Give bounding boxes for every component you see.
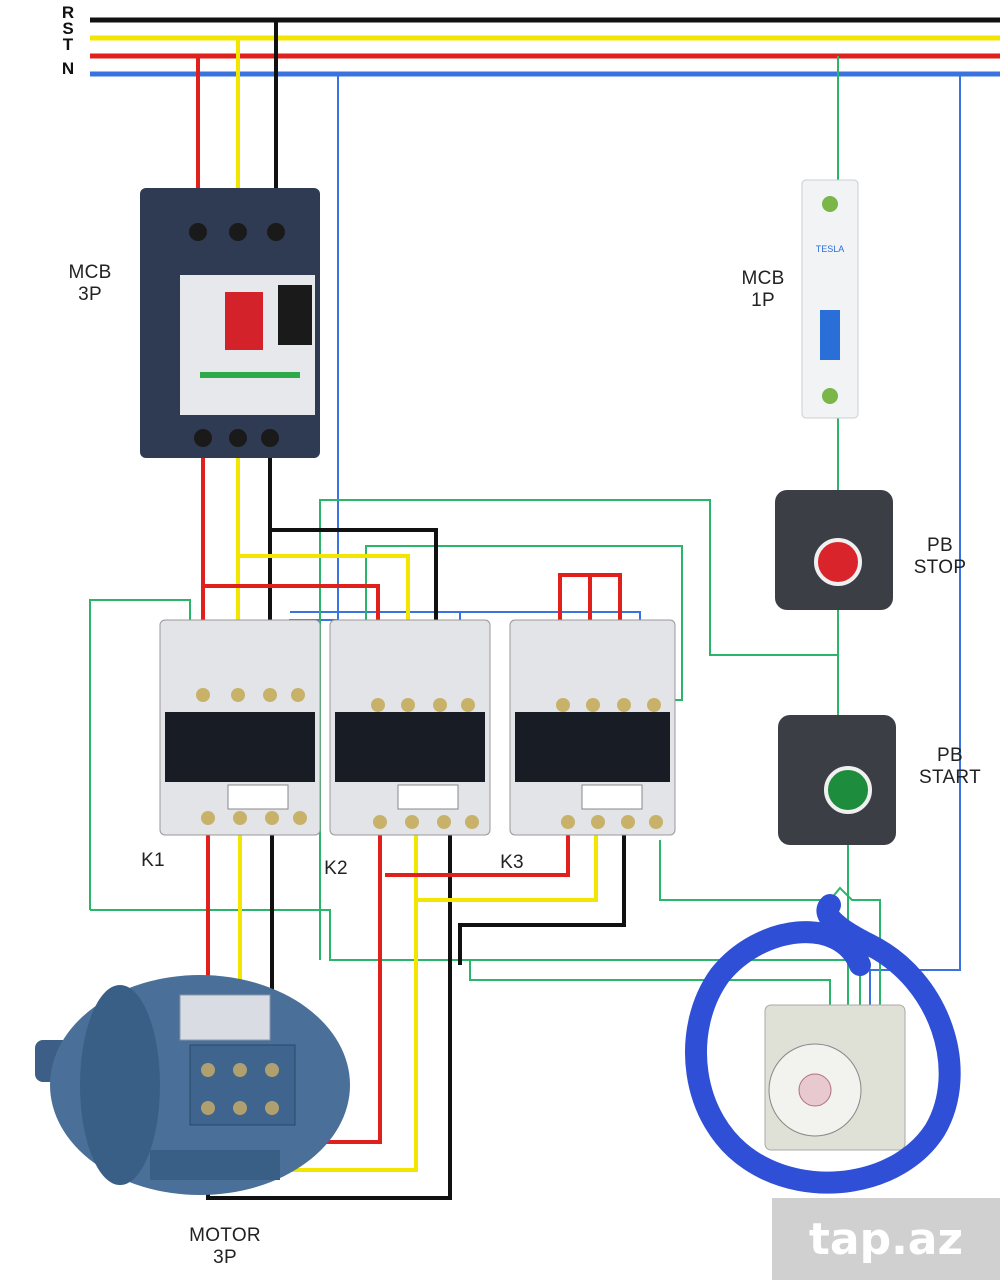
wire-ctrl-k3-aux: [659, 840, 881, 1010]
pb-stop-label: PB STOP: [905, 535, 975, 579]
mcb-1p: TESLA: [801, 179, 859, 419]
motor-3p: [35, 975, 350, 1195]
mcb-3p: [140, 188, 320, 458]
main-bus: [90, 17, 1000, 77]
wire-k3-t: [385, 830, 570, 877]
contactor-k1: [159, 619, 321, 836]
wire-s-k2: [238, 554, 410, 650]
mcb1p-brand: TESLA: [816, 244, 845, 254]
start-button[interactable]: [824, 766, 872, 814]
mcb3p-label-line2: 3P: [78, 284, 102, 305]
stop-button[interactable]: [814, 538, 862, 586]
contactor-k2: [329, 619, 491, 836]
pb-stop-label-line1: PB: [927, 535, 953, 556]
bus-label-t: T: [62, 35, 74, 54]
motor-label-line2: 3P: [213, 1247, 237, 1268]
wire-k3-s: [418, 830, 598, 902]
timer-relay: [764, 1004, 906, 1151]
watermark-tap-az: tap.az: [772, 1198, 1000, 1280]
bus-label-n: N: [61, 59, 75, 78]
mcb1p-toggle[interactable]: [820, 310, 840, 360]
motor-label-line1: MOTOR: [189, 1225, 261, 1246]
k3-label: K3: [500, 852, 524, 873]
pb-start-label-line1: PB: [937, 745, 963, 766]
mcb1p-label: MCB 1P: [733, 268, 793, 312]
mcb3p-label: MCB 3P: [60, 262, 120, 306]
contactor-k3: [509, 619, 676, 836]
k2-label: K2: [324, 858, 348, 879]
timer-dial[interactable]: [798, 1073, 832, 1107]
wire-k3-r: [458, 830, 626, 965]
mcb3p-start-button[interactable]: [225, 292, 263, 350]
mcb3p-label-line1: MCB: [68, 262, 112, 283]
bus-label-s: S: [62, 19, 74, 38]
wire-ctrl-k-bottom: [90, 909, 861, 1010]
pb-stop: [775, 490, 893, 610]
pb-start: [778, 715, 896, 845]
motor-label: MOTOR 3P: [170, 1225, 280, 1269]
wire-ctrl-timer-back: [469, 960, 831, 1010]
pb-start-label: PB START: [910, 745, 990, 789]
control-wires: [89, 56, 881, 1010]
pb-start-label-line2: START: [918, 767, 982, 788]
k1-label: K1: [141, 850, 165, 871]
wire-r-k2: [270, 528, 438, 650]
mcb1p-label-line2: 1P: [751, 290, 775, 311]
mcb3p-stop-button[interactable]: [278, 285, 312, 345]
mcb1p-label-line1: MCB: [741, 268, 785, 289]
bus-label-r: R: [61, 3, 75, 22]
highlight-circle: [685, 894, 961, 1194]
pb-stop-label-line2: STOP: [913, 557, 967, 578]
